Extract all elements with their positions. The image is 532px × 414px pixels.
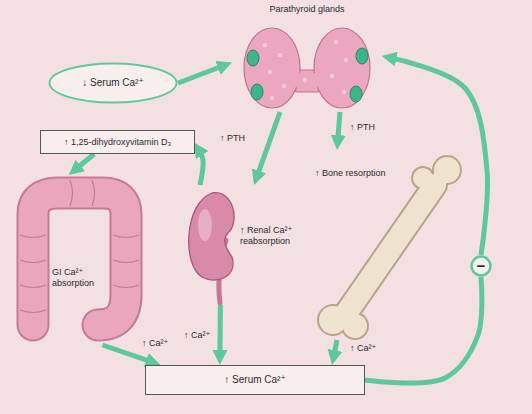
texture-dot bbox=[303, 78, 307, 82]
serum-calcium-oval: ↓ Serum Ca²⁺ bbox=[48, 62, 178, 104]
shape-outline bbox=[472, 257, 491, 276]
node-text: ↑ Bone resorption bbox=[315, 168, 410, 179]
colon-outline bbox=[33, 193, 126, 325]
node-text: ↑ Renal Ca²⁺ reabsorption bbox=[240, 225, 302, 247]
parathyroid-gland bbox=[350, 86, 362, 102]
thyroid-illustration bbox=[244, 28, 370, 108]
green-arrow bbox=[388, 57, 487, 255]
parathyroid-glands: Parathyroid glands bbox=[232, 2, 382, 112]
texture-dot bbox=[334, 40, 338, 44]
bone-outline bbox=[317, 155, 462, 340]
kidney-body bbox=[189, 193, 234, 280]
green-arrow bbox=[333, 340, 337, 358]
green-arrow bbox=[338, 112, 340, 143]
thyroid-texture bbox=[263, 40, 348, 100]
trochanter bbox=[413, 168, 433, 188]
shape-outline bbox=[50, 64, 177, 103]
parathyroid-gland bbox=[356, 48, 368, 64]
colon: GI Ca²⁺ absorption bbox=[8, 175, 143, 345]
edge-label: ↑ Ca²⁺ bbox=[140, 338, 170, 349]
thyroid-isthmus-fill bbox=[296, 73, 318, 89]
node-text: GI Ca²⁺ absorption bbox=[52, 267, 108, 289]
green-arrow bbox=[256, 112, 280, 178]
bone: ↑ Bone resorption bbox=[305, 150, 465, 340]
texture-dot bbox=[278, 53, 282, 57]
texture-dot bbox=[263, 43, 267, 47]
haustra-line bbox=[20, 285, 46, 288]
bone-illustration bbox=[317, 155, 462, 340]
kidney-highlight bbox=[198, 209, 212, 241]
bone-head bbox=[434, 157, 460, 183]
texture-dot bbox=[282, 84, 286, 88]
thyroid-lobe bbox=[314, 28, 370, 108]
green-arrow bbox=[365, 277, 482, 383]
kidney-illustration bbox=[189, 193, 234, 303]
texture-dot bbox=[342, 90, 346, 94]
haustra-line bbox=[70, 180, 73, 206]
node-text: ↓ Serum Ca²⁺ bbox=[82, 77, 143, 89]
green-arrow bbox=[198, 148, 203, 185]
haustra-line bbox=[113, 235, 139, 238]
texture-dot bbox=[330, 74, 334, 78]
haustra-line bbox=[20, 235, 46, 238]
haustra-line bbox=[92, 180, 95, 206]
vitamin-d-box: ↑ 1,25-dihydroxyvitamin D₃ bbox=[40, 130, 195, 154]
green-arrow bbox=[217, 305, 223, 358]
texture-dot bbox=[268, 70, 272, 74]
bone-fill bbox=[319, 157, 460, 338]
haustra-line bbox=[20, 310, 46, 313]
bone-shaft-outline bbox=[345, 185, 435, 315]
haustra-line bbox=[20, 260, 46, 263]
parathyroid-glands bbox=[247, 48, 368, 102]
haustra-line bbox=[113, 285, 139, 288]
node-text: ↑ Serum Ca²⁺ bbox=[224, 374, 285, 386]
edge-label: ↑ Ca²⁺ bbox=[348, 343, 378, 354]
parathyroid-gland bbox=[251, 84, 263, 100]
condyle bbox=[343, 314, 367, 338]
edge-label: ↑ PTH bbox=[218, 133, 247, 144]
colon-haustra bbox=[20, 180, 139, 313]
haustra-line bbox=[113, 260, 139, 263]
colon-illustration bbox=[20, 180, 139, 325]
edge-label: ↑ Ca²⁺ bbox=[182, 330, 212, 341]
node-text: ↑ 1,25-dihydroxyvitamin D₃ bbox=[64, 137, 171, 148]
kidney: ↑ Renal Ca²⁺ reabsorption bbox=[182, 185, 302, 305]
bone-shaft bbox=[345, 185, 435, 315]
texture-dot bbox=[344, 58, 348, 62]
condyle bbox=[319, 306, 347, 334]
edge-label: ↑ PTH bbox=[348, 122, 377, 133]
node-text: − bbox=[477, 257, 486, 275]
bone-head-outline bbox=[432, 155, 462, 185]
node-text: Parathyroid glands bbox=[232, 2, 382, 15]
green-arrow bbox=[74, 154, 94, 171]
texture-dot bbox=[270, 96, 274, 100]
parathyroid-gland bbox=[247, 50, 259, 66]
green-arrow bbox=[178, 65, 225, 83]
colon-body bbox=[33, 193, 126, 325]
serum-calcium-box: ↑ Serum Ca²⁺ bbox=[145, 365, 365, 395]
negative-feedback-circle: − bbox=[470, 255, 492, 277]
thyroid-lobe bbox=[244, 28, 300, 108]
